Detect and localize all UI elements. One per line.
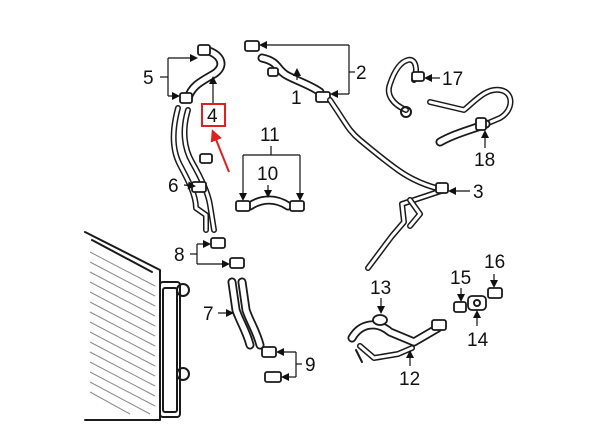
callout-13[interactable]: 13 [370, 278, 391, 299]
part-4-hose [183, 45, 226, 103]
part-7-hose [227, 277, 265, 350]
callout-5[interactable]: 5 [143, 68, 154, 89]
highlight-callout-4 [201, 103, 230, 173]
part-3-pipe [327, 97, 449, 271]
callout-2[interactable]: 2 [356, 63, 367, 84]
part-17-hose [385, 56, 425, 118]
callout-14[interactable]: 14 [467, 330, 489, 351]
callout-16[interactable]: 16 [484, 252, 505, 273]
callout-15[interactable]: 15 [450, 268, 471, 289]
part-10-hose [245, 195, 293, 211]
callout-4[interactable]: 4 [207, 106, 218, 127]
callout-8[interactable]: 8 [174, 245, 185, 266]
part-12-pipe [347, 319, 447, 363]
callout-1[interactable]: 1 [291, 88, 302, 109]
part-15-clamp [453, 301, 467, 313]
part-5-clamps [179, 44, 211, 104]
part-13-seal [372, 314, 388, 326]
part-18-hose [427, 86, 514, 147]
callout-numbers: 1 2 3 4 5 6 7 8 9 10 11 12 13 14 15 16 1… [143, 63, 505, 390]
part-8-clamps [210, 237, 245, 269]
callout-12[interactable]: 12 [399, 369, 420, 390]
part-16-clamp [487, 287, 503, 299]
callout-11[interactable]: 11 [260, 125, 280, 146]
part-11-clamps [235, 200, 305, 212]
callout-6[interactable]: 6 [168, 176, 179, 197]
callout-3[interactable]: 3 [473, 182, 484, 203]
part-6-pipe [170, 105, 217, 233]
radiator [84, 231, 190, 421]
callout-9[interactable]: 9 [305, 355, 316, 376]
part-1-hose [257, 53, 325, 97]
callout-10[interactable]: 10 [257, 164, 278, 185]
part-14-connector [467, 295, 487, 311]
leader-lines [160, 41, 498, 381]
callout-18[interactable]: 18 [474, 150, 495, 171]
callout-17[interactable]: 17 [442, 69, 463, 90]
callout-7[interactable]: 7 [203, 304, 214, 325]
